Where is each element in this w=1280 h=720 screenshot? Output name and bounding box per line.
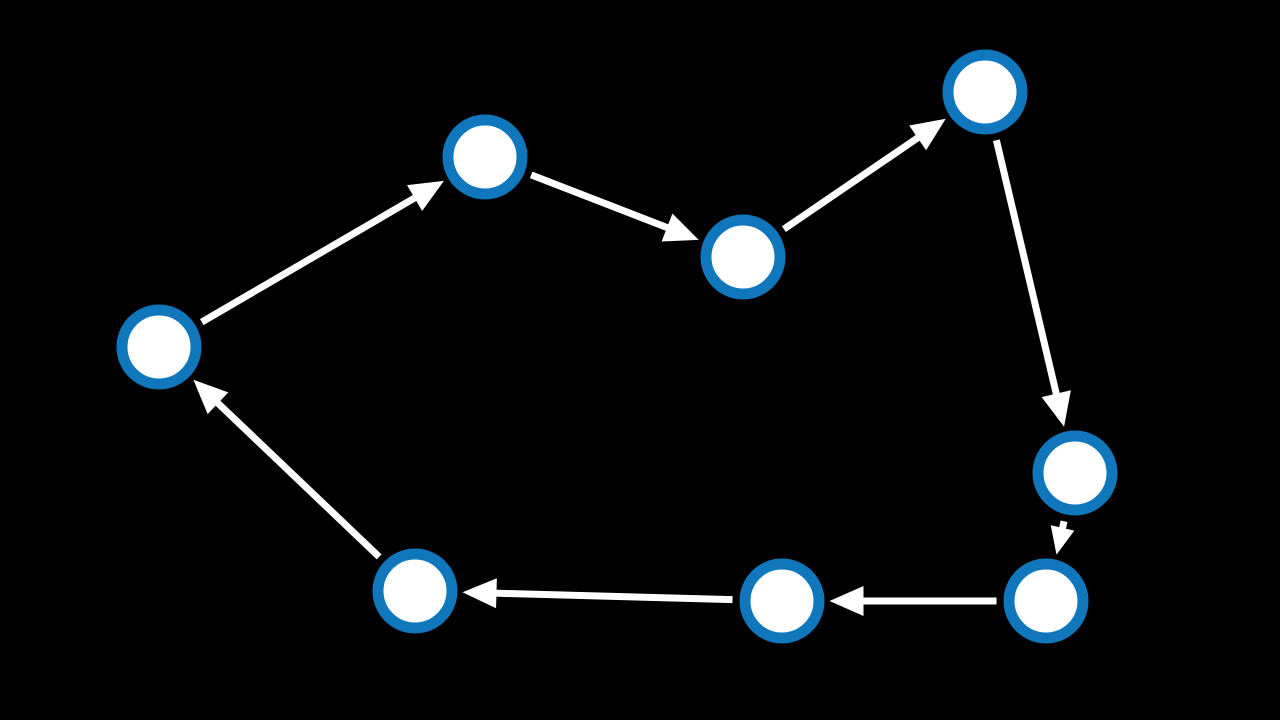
node-circle xyxy=(1003,558,1089,644)
edge-arrowhead-icon xyxy=(462,578,497,609)
graph-edge[interactable] xyxy=(529,171,699,242)
graph-edge[interactable] xyxy=(781,118,946,233)
node-circle xyxy=(1032,430,1118,516)
node-circle xyxy=(942,49,1028,135)
graph-node[interactable] xyxy=(700,214,786,300)
edge-arrowhead-icon xyxy=(909,118,946,151)
graph-node[interactable] xyxy=(942,49,1028,135)
edge-arrowhead-icon xyxy=(1041,390,1071,427)
graph-edge[interactable] xyxy=(1050,520,1075,555)
edge-shaft xyxy=(200,194,419,326)
graph-node[interactable] xyxy=(116,304,202,390)
graph-node[interactable] xyxy=(372,548,458,634)
graph-node[interactable] xyxy=(1032,430,1118,516)
graph-node[interactable] xyxy=(1003,558,1089,644)
graph-edge[interactable] xyxy=(193,379,382,560)
graph-node[interactable] xyxy=(442,114,528,200)
graph-edge[interactable] xyxy=(200,180,444,326)
edge-arrowhead-icon xyxy=(193,379,229,415)
edge-arrowhead-icon xyxy=(829,586,864,616)
node-circle xyxy=(372,548,458,634)
graph-node[interactable] xyxy=(739,558,825,644)
node-circle xyxy=(442,114,528,200)
node-circle xyxy=(739,558,825,644)
edge-shaft xyxy=(529,171,671,232)
graph-edge[interactable] xyxy=(992,139,1071,427)
edge-arrowhead-icon xyxy=(661,213,699,242)
edge-shaft xyxy=(214,399,382,560)
edge-shaft xyxy=(494,589,733,604)
graph-edge[interactable] xyxy=(462,578,733,609)
node-circle xyxy=(116,304,202,390)
edge-layer xyxy=(193,118,1075,616)
edge-shaft xyxy=(992,139,1061,397)
node-layer xyxy=(116,49,1118,644)
graph-edge[interactable] xyxy=(829,586,997,616)
node-circle xyxy=(700,214,786,300)
edge-arrowhead-icon xyxy=(1050,525,1075,555)
edge-shaft xyxy=(781,133,922,233)
edge-arrowhead-icon xyxy=(407,180,444,211)
